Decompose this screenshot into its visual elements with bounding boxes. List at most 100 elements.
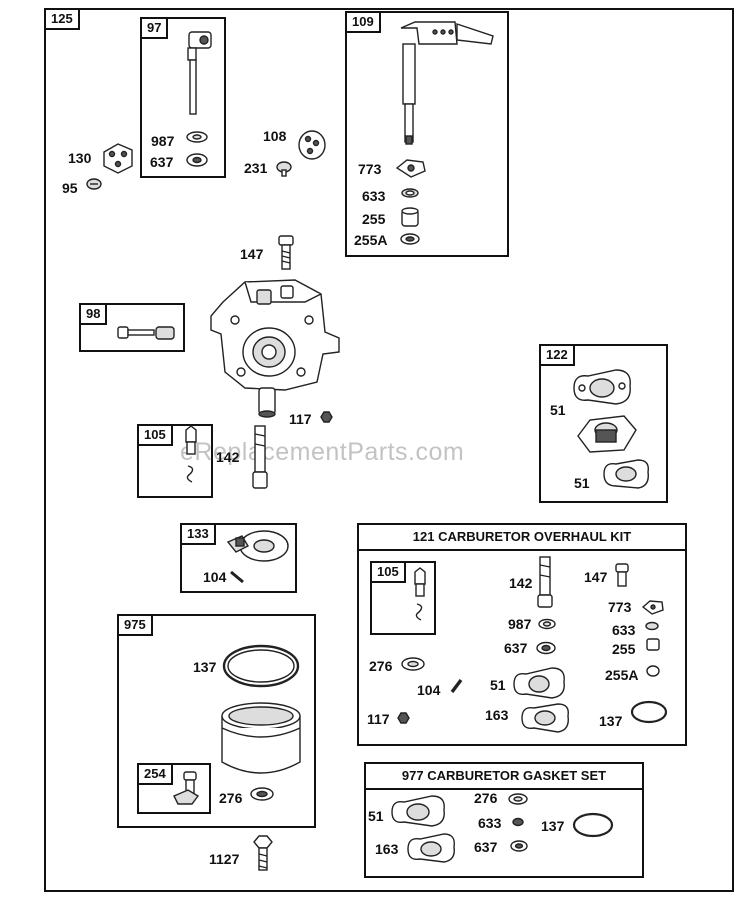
idle-screw-98-drawing <box>117 326 175 340</box>
seal-637-drawing <box>186 153 208 167</box>
kit-label-276: 276 <box>369 658 393 674</box>
label-108: 108 <box>263 128 287 144</box>
kit-spring-633-drawing <box>645 621 659 631</box>
label-987-a: 987 <box>151 133 175 149</box>
label-633-a: 633 <box>362 188 386 204</box>
kit-label-633: 633 <box>612 622 636 638</box>
label-137-a: 137 <box>193 659 217 675</box>
label-142-a: 142 <box>216 449 240 465</box>
box-122-tag: 122 <box>539 344 575 366</box>
throttle-shaft-109-drawing <box>400 21 494 145</box>
box-254: 254 <box>137 763 211 814</box>
kit-121-divider <box>359 549 685 551</box>
set-spring-633-drawing <box>512 817 524 827</box>
label-130: 130 <box>68 150 92 166</box>
box-975-tag: 975 <box>117 614 153 636</box>
kit-gasket-163-drawing <box>521 703 569 733</box>
set-label-163: 163 <box>375 841 399 857</box>
box-98-tag: 98 <box>79 303 108 325</box>
label-637-a: 637 <box>150 154 174 170</box>
plate-108-drawing <box>298 130 326 160</box>
label-51-a: 51 <box>550 402 566 418</box>
box-109-tag: 109 <box>345 11 381 33</box>
kit-label-51: 51 <box>490 677 506 693</box>
main-jet-142-drawing <box>252 425 268 489</box>
spring-633-drawing <box>401 188 419 198</box>
seal-255-drawing <box>401 207 419 227</box>
plate-130-drawing <box>103 143 133 174</box>
plate-773-drawing <box>395 159 426 178</box>
kit-washer-987-drawing <box>538 618 556 630</box>
bolt-1127-drawing <box>253 835 273 871</box>
kit-washer-276-drawing <box>401 657 425 671</box>
kit-label-142: 142 <box>509 575 533 591</box>
main-tag: 125 <box>44 8 80 30</box>
set-label-633: 633 <box>478 815 502 831</box>
set-seal-637-drawing <box>510 840 528 852</box>
set-ring-137-drawing <box>572 812 614 838</box>
set-washer-276-drawing <box>508 793 528 805</box>
kit-label-104: 104 <box>417 682 441 698</box>
label-117-a: 117 <box>289 411 312 427</box>
kit-label-987: 987 <box>508 616 532 632</box>
needle-105-drawing <box>185 425 197 483</box>
gasket-51-top-drawing <box>573 369 631 405</box>
kit-screw-147-drawing <box>615 563 629 587</box>
box-105: 105 <box>137 424 213 498</box>
kit-seal-637-drawing <box>536 641 556 655</box>
box-254-tag: 254 <box>137 763 173 785</box>
kit-label-637: 637 <box>504 640 528 656</box>
label-1127: 1127 <box>209 851 240 867</box>
set-gasket-51-drawing <box>391 795 445 827</box>
set-label-51: 51 <box>368 808 384 824</box>
set-label-137: 137 <box>541 818 565 834</box>
spacer-drawing <box>577 415 637 453</box>
label-255-a: 255 <box>362 211 386 227</box>
screw-231-drawing <box>276 161 292 177</box>
kit-label-137: 137 <box>599 713 623 729</box>
kit-gasket-51-drawing <box>513 667 565 699</box>
kit-label-163: 163 <box>485 707 509 723</box>
air-cleaner-cup-drawing <box>221 702 301 774</box>
box-105-kit-tag: 105 <box>370 561 406 583</box>
kit-ring-137-drawing <box>630 700 668 724</box>
label-773-a: 773 <box>358 161 382 177</box>
kit-nut-117-drawing <box>397 712 410 724</box>
bolt-254-drawing <box>173 771 200 805</box>
kit-label-773: 773 <box>608 599 632 615</box>
screw-95-drawing <box>86 178 102 190</box>
label-147-a: 147 <box>240 246 264 262</box>
choke-shaft-97-drawing <box>187 31 212 115</box>
float-133-drawing <box>226 530 289 562</box>
screw-147-drawing <box>278 235 294 270</box>
label-51-b: 51 <box>574 475 590 491</box>
kit-washer-255A-drawing <box>646 665 660 677</box>
box-105-tag: 105 <box>137 424 173 446</box>
kit-977-divider <box>366 788 642 790</box>
ring-137-drawing <box>222 644 300 688</box>
kit-label-147: 147 <box>584 569 608 585</box>
kit-label-255A: 255A <box>605 667 639 683</box>
pin-104-drawing <box>230 570 244 584</box>
label-231: 231 <box>244 160 268 176</box>
kit-977-title: 977 CARBURETOR GASKET SET <box>401 768 607 783</box>
kit-jet-142-drawing <box>537 556 553 608</box>
kit-label-255: 255 <box>612 641 636 657</box>
nut-117-drawing <box>320 411 333 423</box>
carburetor-body-drawing <box>210 279 340 418</box>
washer-255A-drawing <box>400 233 420 245</box>
set-gasket-163-drawing <box>407 833 455 863</box>
box-109: 109 <box>345 11 509 257</box>
label-255A-a: 255A <box>354 232 388 248</box>
set-label-276: 276 <box>474 790 498 806</box>
kit-121-title: 121 CARBURETOR OVERHAUL KIT <box>412 529 632 544</box>
box-105-kit: 105 <box>370 561 436 635</box>
label-104-a: 104 <box>203 569 227 585</box>
label-95: 95 <box>62 180 78 196</box>
gasket-51-bottom-drawing <box>603 459 649 489</box>
kit-seal-255-drawing <box>646 638 660 651</box>
box-133-tag: 133 <box>180 523 216 545</box>
box-97-tag: 97 <box>140 17 169 39</box>
watermark: eReplacementParts.com <box>180 438 465 466</box>
set-label-637: 637 <box>474 839 498 855</box>
